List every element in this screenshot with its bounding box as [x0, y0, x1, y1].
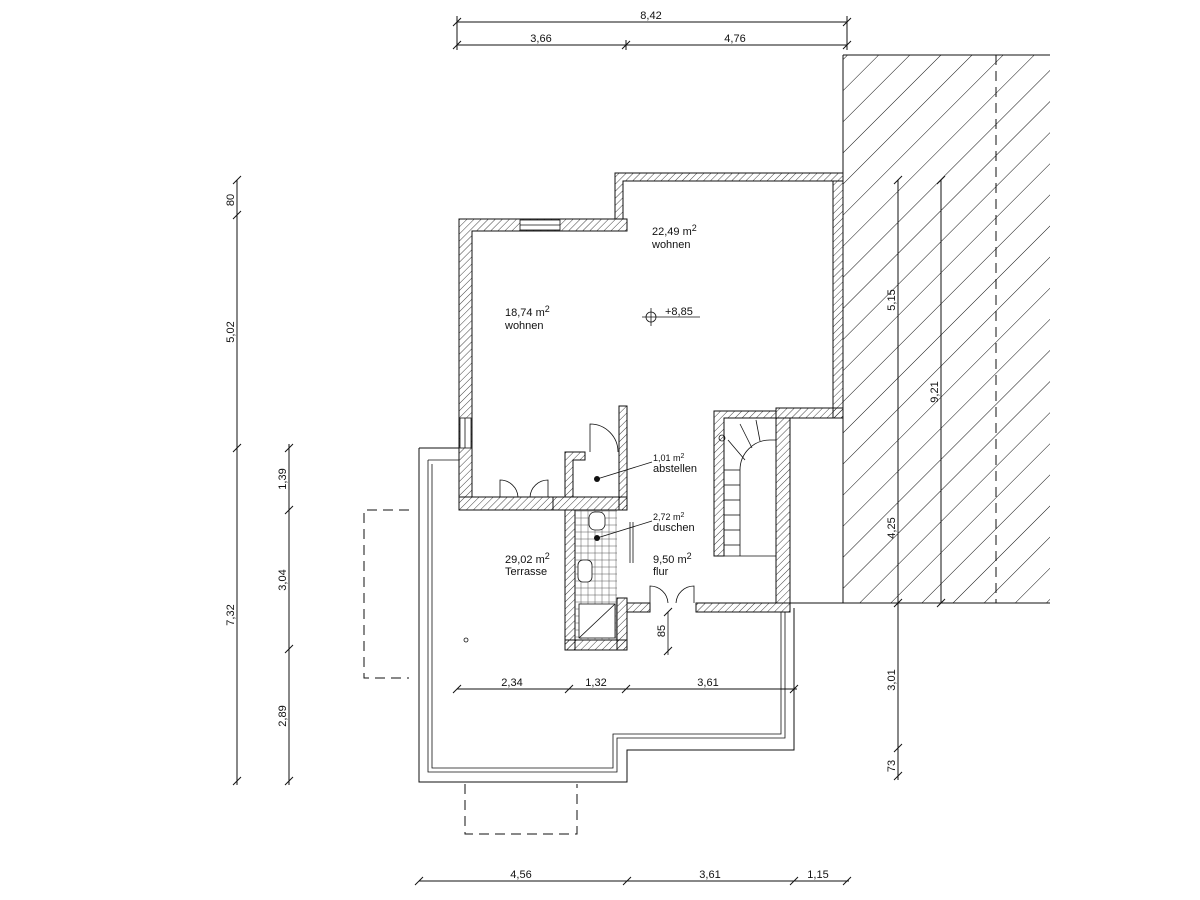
dim-right-73: 73	[886, 760, 898, 772]
room-area: 22,49 m2	[652, 223, 697, 238]
room-name: flur	[653, 566, 669, 578]
room-area: 29,02 m2	[505, 551, 550, 566]
dim-right-425: 4,25	[886, 517, 898, 538]
dimension-left-outer: 80 5,02 7,32	[225, 175, 242, 786]
dim-right-921: 9,21	[929, 381, 941, 402]
dim-inner-361: 3,61	[697, 677, 718, 689]
room-name: abstellen	[653, 463, 697, 475]
room-area: 9,50 m2	[653, 551, 692, 566]
room-area: 18,74 m2	[505, 304, 550, 319]
room-labels: 22,49 m2 wohnen 18,74 m2 wohnen 1,01 m2 …	[504, 223, 697, 578]
dashed-outlines	[363, 509, 578, 835]
dim-left-139: 1,39	[277, 468, 289, 489]
room-name: wohnen	[651, 239, 691, 251]
room-name: Terrasse	[505, 566, 547, 578]
dim-bottom-115: 1,15	[807, 869, 828, 881]
dimension-door: 85	[656, 607, 673, 656]
doors	[499, 423, 695, 604]
dim-top-right: 4,76	[724, 33, 745, 45]
dimension-bottom: 4,56 3,61 1,15	[414, 869, 852, 886]
walls	[458, 172, 844, 651]
dim-left-80: 80	[225, 194, 237, 206]
dimension-inner: 2,34 1,32 3,61	[452, 677, 799, 694]
dim-bottom-456: 4,56	[510, 869, 531, 881]
room-name: duschen	[653, 522, 695, 534]
dim-right-515: 5,15	[886, 289, 898, 310]
dimension-right: 5,15 9,21 4,25 3,01 73	[886, 175, 946, 781]
dim-right-301: 3,01	[886, 669, 898, 690]
level-marker: +8,85	[642, 306, 700, 326]
dim-bottom-361: 3,61	[699, 869, 720, 881]
dimension-top: 8,42 3,66 4,76	[452, 10, 852, 50]
bathroom-tiles	[575, 510, 634, 640]
dim-left-304: 3,04	[277, 569, 289, 590]
level-label: +8,85	[665, 306, 693, 318]
dim-door-85: 85	[656, 625, 668, 637]
dimension-left-inner: 1,39 3,04 2,89	[277, 443, 294, 786]
dim-left-732: 7,32	[225, 604, 237, 625]
room-area: 1,01 m2	[653, 453, 685, 463]
staircase	[718, 417, 777, 557]
room-area: 2,72 m2	[653, 512, 685, 522]
dim-left-502: 5,02	[225, 321, 237, 342]
dim-top-total: 8,42	[640, 10, 661, 22]
dim-inner-234: 2,34	[501, 677, 522, 689]
roof-area	[790, 54, 1050, 604]
dim-inner-132: 1,32	[585, 677, 606, 689]
leader-lines	[463, 461, 653, 643]
dim-top-left: 3,66	[530, 33, 551, 45]
room-name: wohnen	[504, 320, 544, 332]
terrace-outline	[418, 447, 795, 783]
dim-left-289: 2,89	[277, 705, 289, 726]
